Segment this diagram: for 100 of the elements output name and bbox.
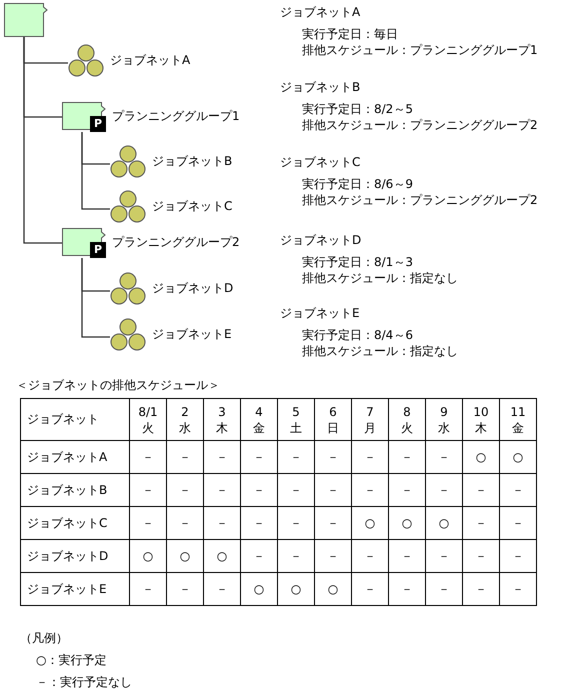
schedule-detail: 排他スケジュール：指定なし — [302, 270, 458, 287]
schedule-cell: ○ — [204, 540, 240, 572]
legend-entry: －：実行予定なし — [36, 674, 132, 691]
date-header-cell: 4 金 — [240, 398, 278, 440]
schedule-detail: 実行予定日：毎日 — [302, 26, 398, 43]
schedule-cell: － — [278, 540, 314, 572]
planning-group-item — [62, 228, 240, 258]
node-label: ジョブネットE — [152, 326, 232, 342]
schedule-cell: － — [166, 474, 204, 506]
legend-heading: （凡例） — [20, 630, 68, 647]
node-label: ジョブネットD — [152, 280, 234, 296]
row-header-cell: ジョブネットE — [20, 572, 130, 606]
tree-line — [23, 37, 62, 244]
schedule-cell: － — [314, 474, 352, 506]
badge: P — [90, 242, 106, 258]
tree-line — [81, 132, 110, 210]
schedule-cell: ○ — [388, 506, 426, 540]
date-header-cell: 2 水 — [166, 398, 204, 440]
schedule-cell: － — [462, 572, 500, 606]
schedule-cell: － — [278, 506, 314, 540]
date-header-cell: 7 月 — [352, 398, 388, 440]
schedule-cell: － — [130, 474, 166, 506]
schedule-cell: － — [314, 440, 352, 474]
row-header-cell: ジョブネットD — [20, 540, 130, 572]
schedule-cell: ○ — [166, 540, 204, 572]
schedule-cell: － — [166, 440, 204, 474]
schedule-cell: － — [130, 506, 166, 540]
schedule-cell: ○ — [314, 572, 352, 606]
schedule-detail: 排他スケジュール：プランニンググループ2 — [302, 192, 538, 209]
planning-group-item — [62, 102, 240, 132]
schedule-cell: － — [500, 540, 536, 572]
date-header-cell: 10 木 — [462, 398, 500, 440]
jobnet-heading: ジョブネットD — [280, 232, 362, 249]
schedule-cell: ○ — [278, 572, 314, 606]
row-header-cell: ジョブネットB — [20, 474, 130, 506]
schedule-cell: － — [462, 540, 500, 572]
node-label: ジョブネットC — [152, 198, 232, 214]
date-header-cell: 5 土 — [278, 398, 314, 440]
schedule-cell: － — [166, 506, 204, 540]
schedule-detail: 実行予定日：8/2～5 — [302, 101, 413, 118]
schedule-cell: － — [130, 440, 166, 474]
schedule-cell: － — [500, 506, 536, 540]
schedule-cell: － — [352, 474, 388, 506]
schedule-cell: － — [500, 474, 536, 506]
schedule-cell: － — [314, 506, 352, 540]
date-header-cell: 9 水 — [426, 398, 462, 440]
schedule-cell: ○ — [352, 506, 388, 540]
jobnet-item — [110, 190, 232, 222]
tree-line — [81, 258, 110, 338]
schedule-cell: － — [240, 474, 278, 506]
date-header-cell: 3 木 — [204, 398, 240, 440]
schedule-cell: － — [204, 440, 240, 474]
schedule-cell: － — [426, 474, 462, 506]
badge: P — [90, 116, 106, 132]
schedule-detail: 実行予定日：8/1～3 — [302, 254, 413, 271]
row-header-cell: ジョブネットA — [20, 440, 130, 474]
schedule-cell: － — [500, 572, 536, 606]
schedule-cell: － — [204, 572, 240, 606]
schedule-cell: － — [278, 474, 314, 506]
schedule-cell: － — [426, 440, 462, 474]
schedule-cell: ○ — [500, 440, 536, 474]
schedule-cell: － — [388, 474, 426, 506]
legend-entry: ○：実行予定 — [36, 652, 106, 669]
schedule-cell: － — [314, 540, 352, 572]
schedule-detail: 排他スケジュール：プランニンググループ2 — [302, 117, 538, 134]
schedule-cell: － — [462, 474, 500, 506]
schedule-cell: － — [240, 440, 278, 474]
jobnet-item — [110, 272, 234, 304]
schedule-cell: － — [388, 572, 426, 606]
schedule-cell: － — [130, 572, 166, 606]
schedule-cell: － — [352, 540, 388, 572]
schedule-cell: － — [240, 506, 278, 540]
jobnet-item — [110, 318, 232, 350]
schedule-detail: 実行予定日：8/6～9 — [302, 176, 413, 193]
jobnet-item — [68, 44, 190, 76]
date-header-cell: 8 火 — [388, 398, 426, 440]
row-header-cell: ジョブネットC — [20, 506, 130, 540]
schedule-cell: － — [388, 540, 426, 572]
node-label: プランニンググループ2 — [112, 234, 240, 250]
node-label: プランニンググループ1 — [112, 108, 240, 124]
node-label: ジョブネットA — [110, 52, 190, 68]
schedule-cell: ○ — [240, 572, 278, 606]
schedule-detail: 排他スケジュール：指定なし — [302, 343, 458, 360]
date-header-cell: 11 金 — [500, 398, 536, 440]
schedule-detail: 排他スケジュール：プランニンググループ1 — [302, 42, 538, 59]
schedule-cell: － — [462, 506, 500, 540]
header-cell: ジョブネット — [20, 398, 130, 440]
schedule-cell: ○ — [462, 440, 500, 474]
jobnet-heading: ジョブネットC — [280, 154, 360, 171]
schedule-cell: － — [426, 540, 462, 572]
folder-icon — [4, 3, 48, 37]
schedule-cell: － — [352, 572, 388, 606]
jobnet-item — [110, 144, 232, 178]
schedule-cell: － — [240, 540, 278, 572]
schedule-cell: － — [278, 440, 314, 474]
jobnet-heading: ジョブネットB — [280, 79, 360, 96]
jobnet-heading: ジョブネットA — [280, 4, 360, 21]
date-header-cell: 8/1 火 — [130, 398, 166, 440]
schedule-cell: － — [166, 572, 204, 606]
schedule-cell: － — [388, 440, 426, 474]
